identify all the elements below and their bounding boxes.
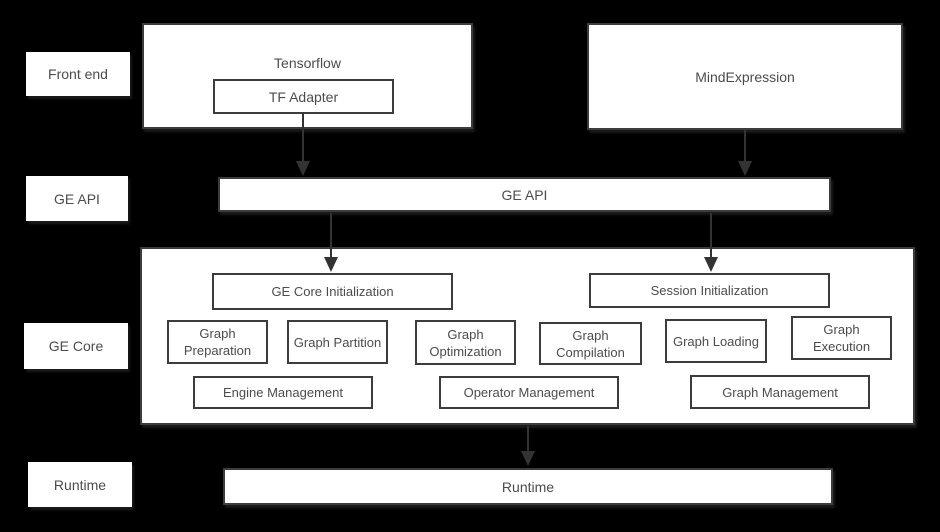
engine-management-box: Engine Management	[193, 376, 373, 409]
graph-preparation-box: Graph Preparation	[167, 320, 268, 364]
graph-execution-box: Graph Execution	[791, 316, 892, 360]
arrow-ge-core-to-runtime	[521, 426, 535, 466]
mindexpression-box: MindExpression	[587, 23, 903, 130]
tensorflow-label: Tensorflow	[274, 55, 341, 71]
ge-core-initialization-box: GE Core Initialization	[212, 273, 453, 310]
layer-label-ge-core: GE Core	[24, 323, 128, 369]
tf-adapter-box: TF Adapter	[213, 79, 394, 114]
graph-management-box: Graph Management	[690, 375, 870, 409]
layer-label-runtime: Runtime	[28, 462, 132, 507]
graph-loading-box: Graph Loading	[665, 319, 767, 363]
graph-compilation-box: Graph Compilation	[539, 322, 642, 365]
layer-label-front-end: Front end	[26, 52, 130, 96]
runtime-bar: Runtime	[223, 468, 833, 505]
operator-management-box: Operator Management	[439, 376, 619, 409]
session-initialization-box: Session Initialization	[589, 273, 830, 308]
arrow-mindexpression-to-ge-api	[738, 130, 752, 176]
graph-partition-box: Graph Partition	[287, 320, 388, 364]
tensorflow-box: Tensorflow TF Adapter	[142, 23, 473, 129]
layer-label-ge-api: GE API	[26, 176, 128, 221]
ge-api-bar: GE API	[218, 177, 831, 212]
ge-core-container: GE Core Initialization Session Initializ…	[140, 247, 915, 425]
graph-optimization-box: Graph Optimization	[415, 320, 516, 365]
